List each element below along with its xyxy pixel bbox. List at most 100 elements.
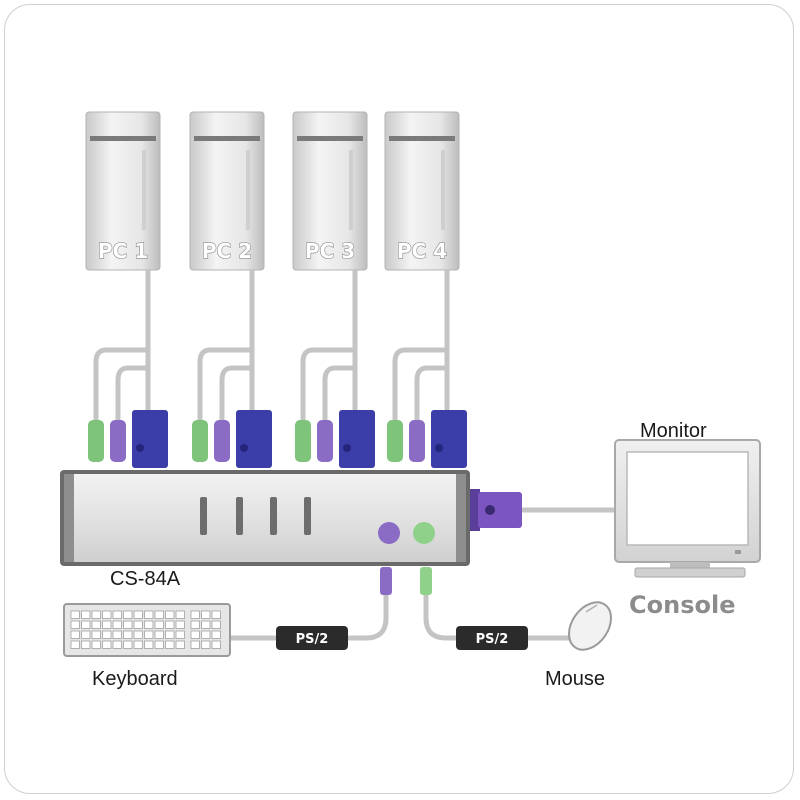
key bbox=[144, 640, 154, 649]
key bbox=[112, 630, 122, 639]
kvm-switch bbox=[60, 470, 470, 566]
numpad-key bbox=[201, 640, 211, 649]
pc-case bbox=[384, 111, 460, 271]
key bbox=[102, 640, 112, 649]
numpad-key bbox=[211, 630, 221, 639]
pc-drive-bay bbox=[389, 136, 455, 141]
ps2-purple-plug bbox=[317, 420, 333, 462]
pc-drive-bay bbox=[90, 136, 156, 141]
key bbox=[144, 610, 154, 619]
pc-panel-line bbox=[349, 150, 353, 230]
switch-left-cap bbox=[64, 474, 74, 562]
key bbox=[70, 640, 80, 649]
key bbox=[133, 620, 143, 629]
keyboard-ps2-tag bbox=[276, 626, 348, 650]
vga-out-plug-back bbox=[470, 489, 480, 531]
vga-screw bbox=[435, 444, 443, 452]
key bbox=[81, 640, 91, 649]
ps2-mouse-cable bbox=[392, 347, 447, 422]
keyboard-cable: PS/2 bbox=[230, 567, 392, 650]
port-led-4 bbox=[304, 497, 311, 535]
key bbox=[91, 610, 101, 619]
vga-screw bbox=[240, 444, 248, 452]
pc-cable-bundle-3 bbox=[295, 270, 375, 468]
key bbox=[133, 640, 143, 649]
numpad-key bbox=[201, 610, 211, 619]
ps2-purple-plug bbox=[214, 420, 230, 462]
pc-label: PC 3 bbox=[305, 239, 355, 263]
ps2-mouse-cable bbox=[300, 347, 355, 422]
mouse-button-seam bbox=[585, 604, 598, 613]
pc-tower-2: PC 2 bbox=[189, 111, 265, 271]
key bbox=[112, 640, 122, 649]
ps2-green-plug bbox=[192, 420, 208, 462]
key bbox=[102, 610, 112, 619]
ps2-mouse-cable bbox=[93, 347, 148, 422]
mouse-ps2-tag bbox=[456, 626, 528, 650]
vga-out-plug bbox=[478, 492, 522, 528]
pc-label: PC 2 bbox=[202, 239, 252, 263]
key bbox=[70, 610, 80, 619]
monitor bbox=[614, 439, 761, 578]
pc-case bbox=[292, 111, 368, 271]
monitor-label: Monitor bbox=[640, 420, 707, 442]
ps2-green-plug bbox=[387, 420, 403, 462]
numpad-key bbox=[201, 630, 211, 639]
keyboard-ps2-text: PS/2 bbox=[296, 632, 329, 647]
port-led-1 bbox=[200, 497, 207, 535]
mouse-plug bbox=[420, 567, 432, 595]
ps2-green-plug bbox=[88, 420, 104, 462]
numpad-key bbox=[190, 610, 200, 619]
key bbox=[175, 610, 185, 619]
vga-console-cable bbox=[470, 489, 615, 531]
numpad-key bbox=[211, 610, 221, 619]
keyboard-label: Keyboard bbox=[92, 668, 178, 690]
key bbox=[70, 630, 80, 639]
numpad-key bbox=[190, 630, 200, 639]
key bbox=[123, 610, 133, 619]
port-led-3 bbox=[270, 497, 277, 535]
key bbox=[102, 620, 112, 629]
pc-tower-3: PC 3 bbox=[292, 111, 368, 271]
ps2-keyboard-cable bbox=[219, 365, 252, 422]
port-led-2 bbox=[236, 497, 243, 535]
keyboard-wire bbox=[230, 595, 389, 641]
vga-plug bbox=[431, 410, 467, 468]
key bbox=[133, 610, 143, 619]
key bbox=[154, 610, 164, 619]
key bbox=[175, 630, 185, 639]
key bbox=[123, 620, 133, 629]
pc-cable-bundle-2 bbox=[192, 270, 272, 468]
key bbox=[165, 610, 175, 619]
ps2-keyboard-cable bbox=[115, 365, 148, 422]
monitor-stand bbox=[634, 567, 746, 578]
mouse-body bbox=[568, 601, 612, 651]
vga-out-screw bbox=[485, 505, 495, 515]
switch-model-label: CS-84A bbox=[110, 568, 181, 590]
pc-panel-line bbox=[142, 150, 146, 230]
ps2-keyboard-cable bbox=[414, 365, 447, 422]
numpad-key bbox=[190, 620, 200, 629]
monitor-power-led bbox=[735, 550, 741, 554]
key bbox=[91, 620, 101, 629]
numpad-key bbox=[211, 640, 221, 649]
pc-tower-1: PC 1 bbox=[85, 111, 161, 271]
vga-plug bbox=[132, 410, 168, 468]
key bbox=[81, 630, 91, 639]
key bbox=[102, 630, 112, 639]
keyboard bbox=[63, 603, 231, 657]
ps2-keyboard-cable bbox=[322, 365, 355, 422]
vga-plug bbox=[339, 410, 375, 468]
vga-screw bbox=[136, 444, 144, 452]
key bbox=[70, 620, 80, 629]
pc-panel-line bbox=[246, 150, 250, 230]
ps2-green-plug bbox=[295, 420, 311, 462]
key bbox=[175, 640, 185, 649]
key bbox=[112, 610, 122, 619]
key bbox=[81, 610, 91, 619]
pc-drive-bay bbox=[297, 136, 363, 141]
mouse-cable: PS/2 bbox=[420, 567, 572, 650]
pc-cable-bundle-1 bbox=[88, 270, 168, 468]
key bbox=[154, 620, 164, 629]
monitor-neck bbox=[670, 562, 710, 569]
